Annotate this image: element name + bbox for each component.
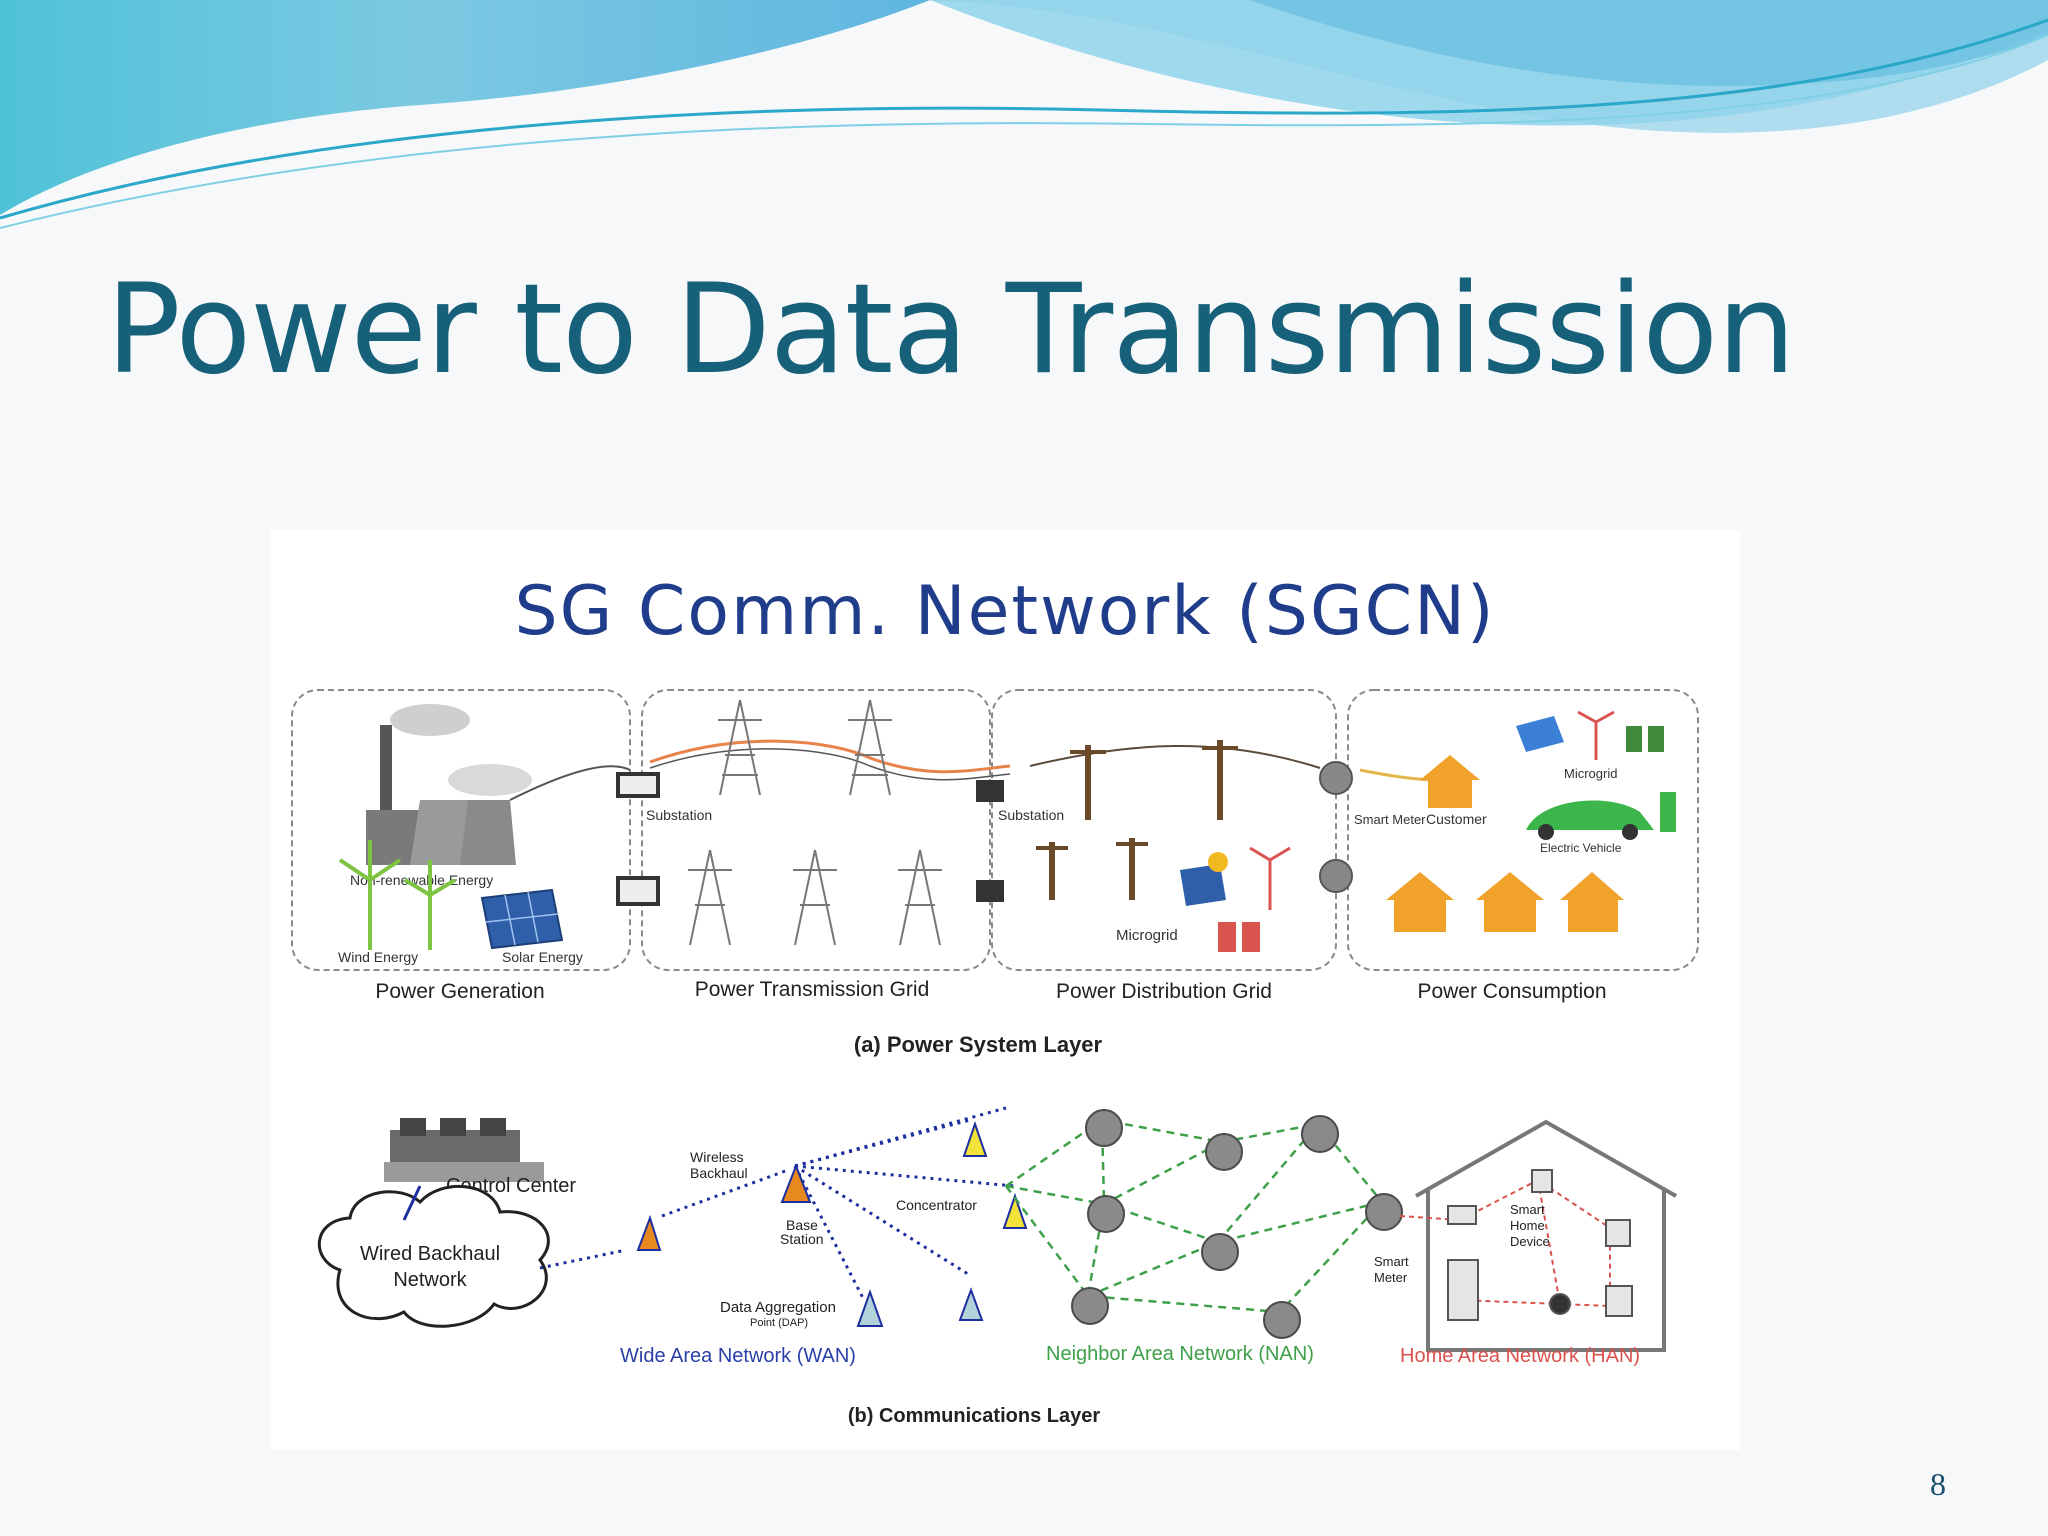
smart-meter-icon — [1319, 761, 1353, 893]
page-number: 8 — [1930, 1466, 1946, 1502]
smart-meter-comm-label-1: Smart — [1374, 1254, 1409, 1269]
base-station-label-2: Station — [780, 1231, 824, 1247]
smart-home-label-1: Smart — [1510, 1202, 1545, 1217]
power-panels — [291, 689, 1699, 971]
dap-label-1: Data Aggregation — [720, 1299, 836, 1316]
factory-icon — [366, 704, 532, 865]
han-label: Home Area Network (HAN) — [1400, 1345, 1640, 1367]
wind-label: Wind Energy — [338, 949, 418, 965]
section-transmission: Power Transmission Grid — [695, 978, 930, 1001]
wan-towers-icon — [636, 1120, 1028, 1327]
smart-home-label-3: Device — [1510, 1234, 1550, 1249]
microgrid-dist-icon — [1180, 846, 1291, 952]
concentrator-label: Concentrator — [896, 1197, 977, 1213]
section-distribution: Power Distribution Grid — [1056, 980, 1272, 1003]
nonrenewable-label: Non-renewable Energy — [350, 872, 493, 888]
substation1-label: Substation — [646, 807, 712, 823]
utility-poles-icon — [1036, 740, 1238, 900]
comm-layer-caption: (b) Communications Layer — [848, 1405, 1100, 1427]
nan-label: Neighbor Area Network (NAN) — [1046, 1343, 1314, 1365]
customer-label: Customer — [1426, 811, 1487, 827]
wind-turbines-icon — [338, 840, 457, 950]
smart-meter-power-label: Smart Meter — [1354, 812, 1426, 827]
substation2-label: Substation — [998, 807, 1064, 823]
wired-backhaul-label-2: Network — [393, 1269, 467, 1291]
smart-meter-comm-label-2: Meter — [1374, 1270, 1408, 1285]
solar-panels-icon — [480, 888, 564, 950]
base-station-label-1: Base — [786, 1217, 818, 1233]
power-layer-caption: (a) Power System Layer — [854, 1032, 1103, 1057]
section-consumption: Power Consumption — [1417, 980, 1606, 1003]
han-links — [1399, 1178, 1611, 1308]
han-house-icon — [1415, 1119, 1677, 1352]
sgcn-diagram: Non-renewable Energy Wind Energy Solar E… — [291, 689, 1699, 1427]
control-center-icon — [384, 1118, 544, 1182]
smart-home-label-2: Home — [1510, 1218, 1545, 1233]
wired-backhaul-cloud-icon — [317, 1184, 550, 1328]
houses-icon — [1386, 755, 1624, 932]
power-lines — [509, 739, 1461, 801]
transmission-towers-icon — [688, 699, 942, 946]
substation-icon — [616, 772, 1004, 906]
panel-transmission — [641, 689, 991, 971]
microgrid-cons-label: Microgrid — [1564, 766, 1617, 781]
ev-label: Electric Vehicle — [1540, 841, 1622, 855]
wireless-backhaul-label-1: Wireless — [690, 1149, 744, 1165]
wan-links — [402, 1106, 1015, 1301]
figure-title: SG Comm. Network (SGCN) — [514, 572, 1496, 651]
wan-label: Wide Area Network (WAN) — [620, 1345, 856, 1367]
dap-label-2: Point (DAP) — [750, 1317, 808, 1329]
panel-consumption — [1347, 689, 1699, 971]
microgrid-dist-label: Microgrid — [1116, 927, 1178, 944]
section-generation: Power Generation — [375, 980, 544, 1003]
panel-distribution — [991, 689, 1337, 971]
nan-meters-icon — [1071, 1109, 1403, 1339]
microgrid-cons-icon — [1516, 710, 1664, 760]
han-devices-icon — [1447, 1169, 1633, 1321]
solar-label: Solar Energy — [502, 949, 583, 965]
panel-generation — [291, 689, 631, 971]
electric-vehicle-icon — [1526, 792, 1676, 840]
wired-backhaul-label-1: Wired Backhaul — [360, 1243, 500, 1265]
slide-title: Power to Data Transmission — [106, 258, 1796, 402]
wireless-backhaul-label-2: Backhaul — [690, 1165, 748, 1181]
wave-banner — [0, 0, 2048, 229]
sgcn-figure: SG Comm. Network (SGCN) Non-renewable En… — [270, 530, 1740, 1450]
